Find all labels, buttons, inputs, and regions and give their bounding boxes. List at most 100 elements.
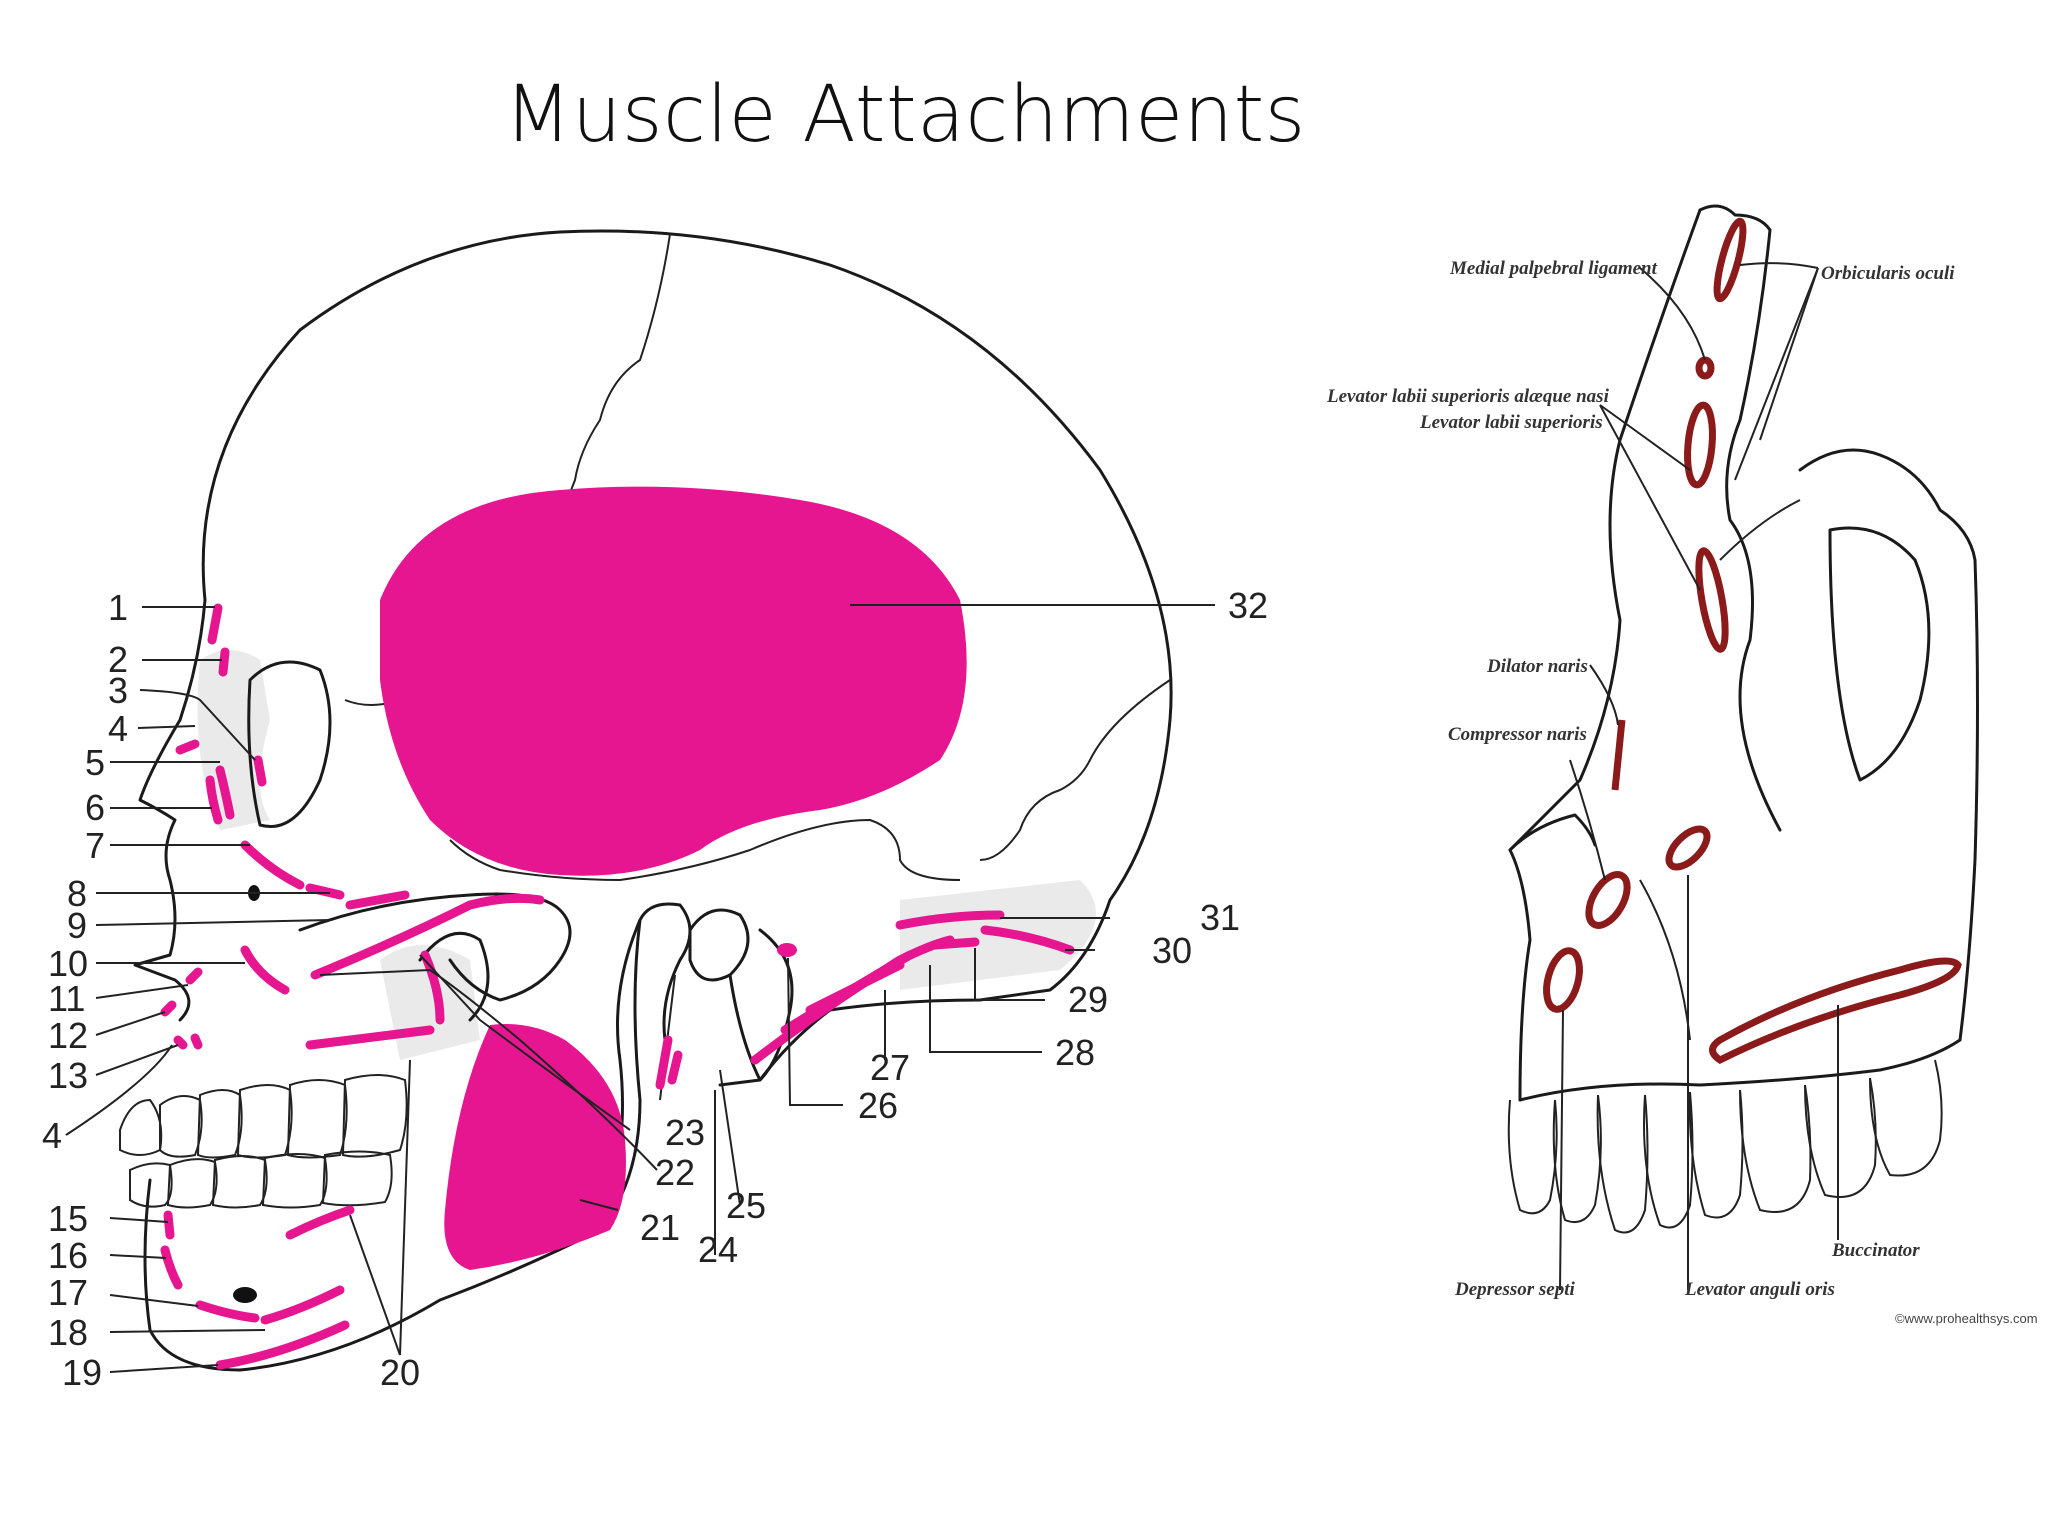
ring-depressor-septi — [1543, 947, 1583, 1013]
num-6: 6 — [85, 787, 105, 828]
label-levator-alaeque: Levator labii superioris alæque nasi — [1326, 386, 1610, 407]
label-medial-palpebral: Medial palpebral ligament — [1449, 258, 1658, 279]
attachment-5 — [215, 765, 235, 820]
cranium-outline — [201, 229, 1173, 1087]
lambdoid-suture — [979, 679, 1171, 861]
ring-levator-labii — [1695, 547, 1729, 653]
num-4: 4 — [108, 708, 128, 749]
number-labels: 1 2 3 4 5 6 7 8 9 10 11 12 13 4 15 16 17… — [42, 585, 1268, 1393]
attachment-29 — [930, 937, 980, 950]
attachment-1 — [207, 603, 223, 645]
num-18: 18 — [48, 1312, 88, 1353]
attachment-20b — [285, 1205, 355, 1240]
slide-title: Muscle Attachments — [504, 70, 1306, 160]
external-auditory-meatus — [688, 908, 750, 982]
num-27: 27 — [870, 1047, 910, 1088]
num-23: 23 — [665, 1112, 705, 1153]
num-5: 5 — [85, 742, 105, 783]
label-depressor-septi: Depressor septi — [1454, 1279, 1576, 1300]
right-leader-lines — [1559, 262, 1839, 1291]
label-levator-labii: Levator labii superioris — [1419, 412, 1603, 433]
mental-foramen — [233, 1287, 257, 1303]
attachment-10 — [240, 945, 290, 995]
attachment-4 — [175, 739, 200, 755]
num-21: 21 — [640, 1207, 680, 1248]
attachment-11 — [185, 967, 203, 985]
attachment-16 — [160, 1245, 183, 1290]
attachment-18 — [260, 1285, 345, 1325]
num-7: 7 — [85, 825, 105, 866]
attachment-17 — [195, 1300, 260, 1323]
num-4b: 4 — [42, 1115, 62, 1156]
num-13: 13 — [48, 1055, 88, 1096]
num-1: 1 — [108, 587, 128, 628]
lower-teeth — [129, 1150, 393, 1209]
num-2: 2 — [108, 639, 128, 680]
label-dilator-naris: Dilator naris — [1486, 656, 1588, 677]
surface-detail — [1719, 499, 1801, 561]
maxilla-view: Medial palpebral ligament Orbicularis oc… — [1326, 204, 2038, 1326]
attachment-13 — [173, 1033, 203, 1050]
num-16: 16 — [48, 1235, 88, 1276]
attachment-30 — [980, 925, 1075, 955]
attachment-3 — [253, 755, 267, 787]
attachment-24 — [655, 1035, 673, 1090]
num-31: 31 — [1200, 897, 1240, 938]
label-orbicularis-oculi: Orbicularis oculi — [1821, 263, 1955, 284]
leader-lines — [65, 604, 1215, 1373]
maxilla-body — [1798, 448, 1979, 1042]
ring-orbicularis-1 — [1713, 217, 1747, 303]
num-19: 19 — [62, 1352, 102, 1393]
orbit-shading — [197, 650, 270, 830]
ring-dilator-naris — [1611, 719, 1626, 791]
ring-medial-palpebral — [1695, 356, 1715, 380]
nasal-border — [1508, 208, 1702, 1102]
num-3: 3 — [108, 670, 128, 711]
label-buccinator: Buccinator — [1831, 1240, 1920, 1261]
attachment-31 — [895, 910, 1005, 930]
num-15: 15 — [48, 1198, 88, 1239]
coronoid-process — [418, 931, 490, 1022]
num-9: 9 — [67, 905, 87, 946]
face-profile — [133, 598, 207, 1022]
orbit-outline — [247, 660, 332, 828]
num-28: 28 — [1055, 1032, 1095, 1073]
attachment-6 — [205, 775, 223, 825]
num-20: 20 — [380, 1352, 420, 1393]
zygomatic-process — [1828, 526, 1931, 782]
num-29: 29 — [1068, 979, 1108, 1020]
attachment-7 — [240, 840, 305, 890]
anterior-nasal-spine — [1508, 813, 1597, 852]
skull-lateral-view: 1 2 3 4 5 6 7 8 9 10 11 12 13 4 15 16 17… — [42, 229, 1268, 1393]
ring-compressor-naris — [1585, 871, 1631, 929]
attachment-23 — [420, 950, 445, 1025]
ring-levator-alaeque — [1684, 401, 1716, 489]
num-22: 22 — [655, 1152, 695, 1193]
attachment-25 — [667, 1050, 683, 1085]
attachment-8 — [305, 883, 345, 900]
num-25: 25 — [726, 1185, 766, 1226]
ring-buccinator — [1709, 957, 1962, 1065]
frontal-process — [1698, 204, 1782, 832]
num-8: 8 — [67, 873, 87, 914]
num-24: 24 — [698, 1229, 738, 1270]
image-credit: ©www.prohealthsys.com — [1895, 1311, 2038, 1326]
alveolar-ridge — [1518, 1038, 1962, 1102]
maxillary-teeth — [1507, 1059, 1943, 1234]
num-17: 17 — [48, 1272, 88, 1313]
attachment-22 — [310, 893, 545, 980]
attachment-15 — [163, 1210, 175, 1240]
ring-levator-anguli — [1665, 825, 1711, 871]
zygomatic-arch — [298, 892, 572, 1002]
label-levator-anguli: Levator anguli oris — [1684, 1279, 1835, 1300]
surface-detail-2 — [1639, 879, 1691, 1041]
upper-teeth — [119, 1074, 408, 1159]
squamous-suture — [449, 818, 961, 882]
temporalis-area — [380, 486, 967, 876]
masseter-area — [444, 1024, 626, 1270]
attachment-26 — [777, 943, 797, 957]
attachment-2 — [218, 647, 230, 677]
right-labels: Medial palpebral ligament Orbicularis oc… — [1326, 258, 2038, 1326]
num-10: 10 — [48, 943, 88, 984]
